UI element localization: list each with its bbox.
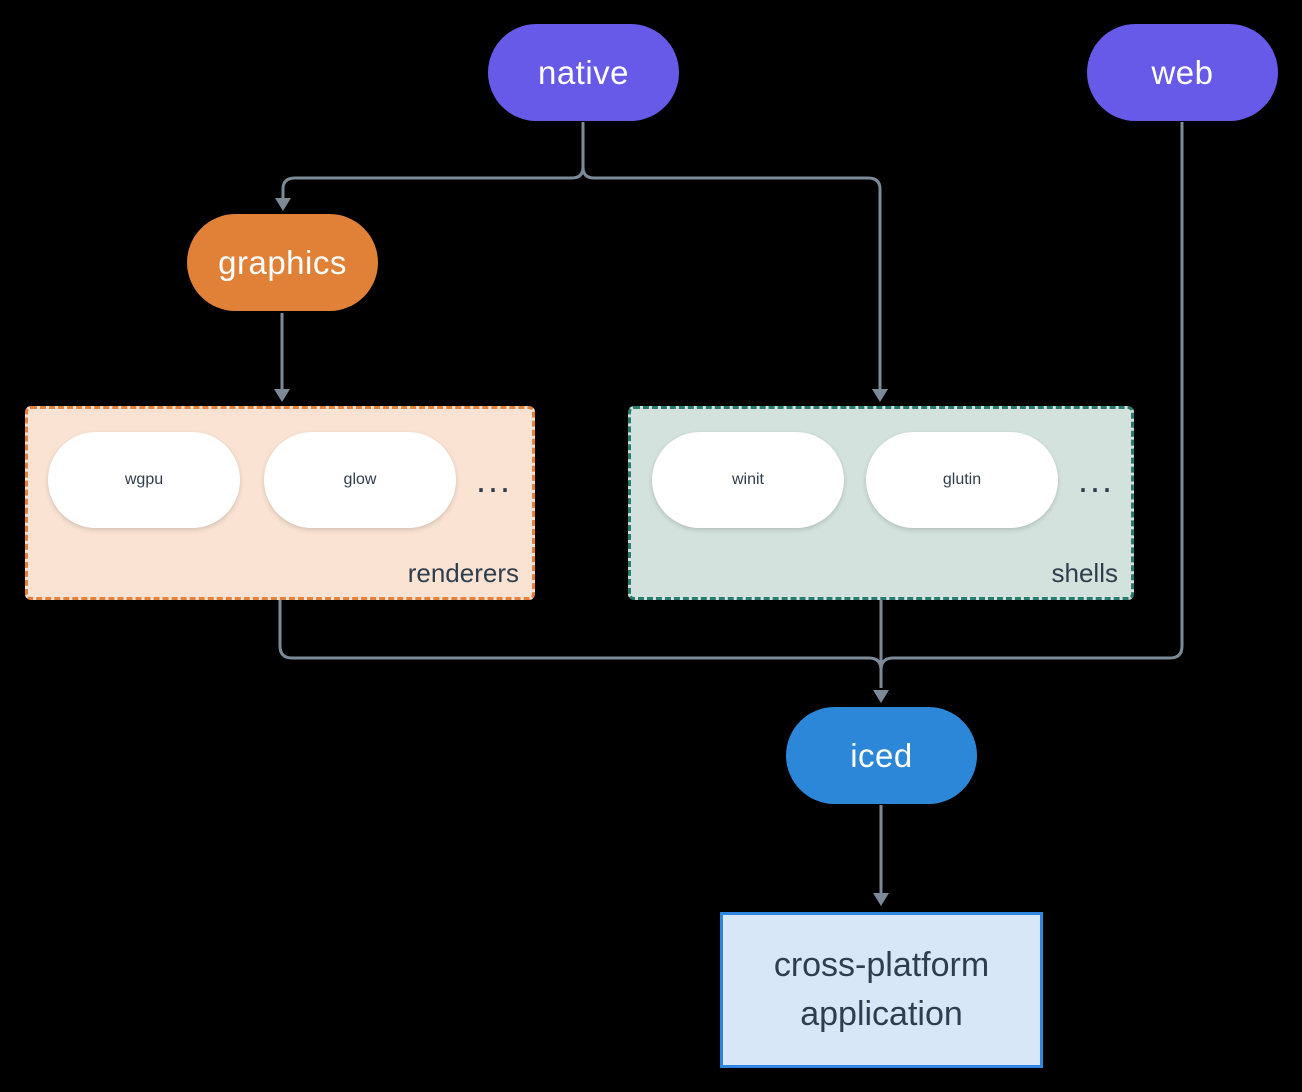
- node-cross-platform-application: cross-platform application: [720, 912, 1043, 1068]
- node-winit: winit: [652, 432, 844, 528]
- arrowhead-graphics: [275, 198, 291, 211]
- node-native: native: [488, 24, 679, 121]
- app-label-line2: application: [800, 995, 963, 1033]
- node-glow: glow: [264, 432, 456, 528]
- shells-ellipsis: ...: [1078, 459, 1115, 500]
- node-graphics: graphics: [187, 214, 378, 311]
- node-web-label: web: [1151, 53, 1214, 91]
- edge-native-shells: [581, 122, 882, 389]
- renderers-ellipsis: ...: [476, 459, 513, 500]
- node-wgpu: wgpu: [48, 432, 240, 528]
- edge-web-iced: [879, 122, 1184, 688]
- arrowhead-shells: [872, 389, 888, 402]
- group-renderers: wgpu glow ... renderers: [25, 406, 535, 600]
- node-glutin: glutin: [866, 432, 1058, 528]
- node-winit-label: winit: [731, 471, 764, 488]
- edge-native-graphics: [281, 122, 585, 198]
- node-wgpu-label: wgpu: [124, 471, 164, 488]
- group-renderers-label: renderers: [407, 558, 519, 588]
- group-shells: winit glutin ... shells: [628, 406, 1134, 600]
- group-shells-label: shells: [1051, 558, 1118, 588]
- node-native-label: native: [537, 53, 630, 91]
- node-glutin-label: glutin: [942, 471, 982, 488]
- node-iced-label: iced: [850, 736, 913, 774]
- app-label-line1: cross-platform: [773, 946, 990, 984]
- node-graphics-label: graphics: [218, 243, 347, 281]
- arrowhead-application: [873, 893, 889, 906]
- node-web: web: [1087, 24, 1278, 121]
- node-iced: iced: [786, 707, 977, 804]
- arrowhead-renderers: [274, 389, 290, 402]
- node-glow-label: glow: [343, 471, 377, 488]
- arrowhead-iced: [873, 690, 889, 703]
- edge-renderers-iced: [278, 597, 883, 688]
